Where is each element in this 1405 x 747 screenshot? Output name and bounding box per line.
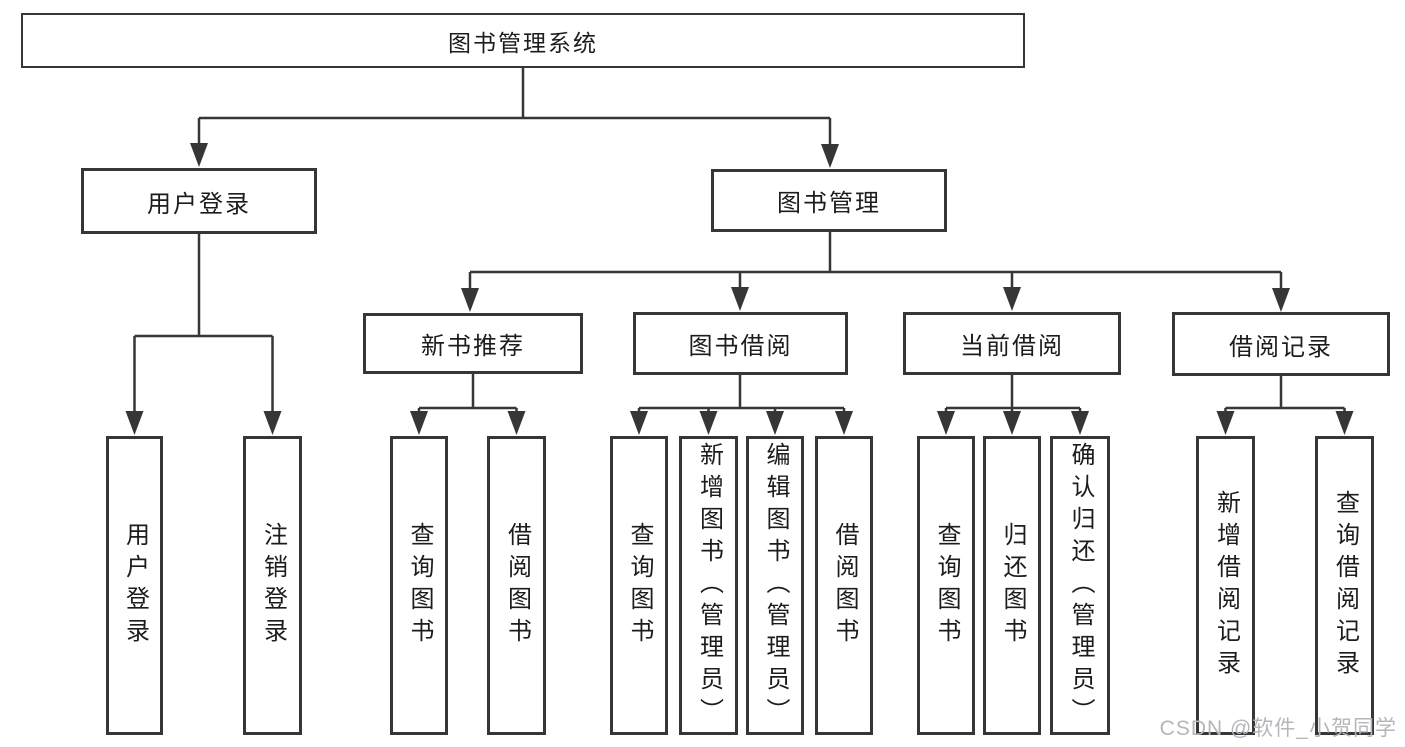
leaf-add-books-admin: 新增图书（管理员） <box>679 436 738 735</box>
leaf-query-borrow-record: 查询借阅记录 <box>1315 436 1374 735</box>
node-book-borrowing-label: 图书借阅 <box>688 333 793 360</box>
leaf-query-books-current-label: 查询图书 <box>933 521 960 650</box>
leaf-borrow-books-recommend: 借阅图书 <box>487 436 546 735</box>
leaf-add-borrow-record: 新增借阅记录 <box>1196 436 1255 735</box>
node-user-login-label: 用户登录 <box>147 190 251 218</box>
node-user-login: 用户登录 <box>81 168 317 234</box>
leaf-edit-books-admin-label: 编辑图书（管理员） <box>762 441 789 730</box>
leaf-query-books-borrowing: 查询图书 <box>610 436 668 735</box>
node-current-borrowing: 当前借阅 <box>903 312 1121 375</box>
leaf-user-login: 用户登录 <box>106 436 163 735</box>
leaf-query-books-current: 查询图书 <box>917 436 975 735</box>
leaf-query-books-recommend-label: 查询图书 <box>406 521 433 650</box>
leaf-user-login-label: 用户登录 <box>121 521 149 650</box>
leaf-return-books-label: 归还图书 <box>999 521 1026 650</box>
leaf-edit-books-admin: 编辑图书（管理员） <box>746 436 804 735</box>
watermark: CSDN @软件_小贺同学 <box>1159 717 1397 740</box>
node-borrowing-records: 借阅记录 <box>1172 312 1390 376</box>
leaf-logout-label: 注销登录 <box>259 521 287 650</box>
node-book-management-label: 图书管理 <box>777 190 881 217</box>
node-book-borrowing: 图书借阅 <box>633 312 848 375</box>
leaf-query-books-borrowing-label: 查询图书 <box>626 521 653 650</box>
node-book-management: 图书管理 <box>711 169 947 232</box>
node-library-system: 图书管理系统 <box>21 13 1025 68</box>
node-current-borrowing-label: 当前借阅 <box>960 333 1064 360</box>
leaf-add-books-admin-label: 新增图书（管理员） <box>695 441 723 730</box>
leaf-borrow-books-recommend-label: 借阅图书 <box>503 521 531 650</box>
leaf-borrow-books-borrowing: 借阅图书 <box>815 436 873 735</box>
arrowhead-icons <box>125 143 1354 435</box>
leaf-confirm-return-admin-label: 确认归还（管理员） <box>1067 441 1094 730</box>
leaf-query-borrow-record-label: 查询借阅记录 <box>1331 489 1359 682</box>
node-borrowing-records-label: 借阅记录 <box>1229 333 1333 361</box>
leaf-confirm-return-admin: 确认归还（管理员） <box>1050 436 1110 735</box>
leaf-borrow-books-borrowing-label: 借阅图书 <box>831 521 858 650</box>
leaf-query-books-recommend: 查询图书 <box>390 436 448 735</box>
leaf-add-borrow-record-label: 新增借阅记录 <box>1212 489 1240 682</box>
node-new-book-recommend: 新书推荐 <box>363 313 583 374</box>
leaf-logout: 注销登录 <box>243 436 302 735</box>
leaf-return-books: 归还图书 <box>983 436 1041 735</box>
node-new-book-recommend-label: 新书推荐 <box>421 333 525 360</box>
node-library-system-label: 图书管理系统 <box>448 29 598 56</box>
